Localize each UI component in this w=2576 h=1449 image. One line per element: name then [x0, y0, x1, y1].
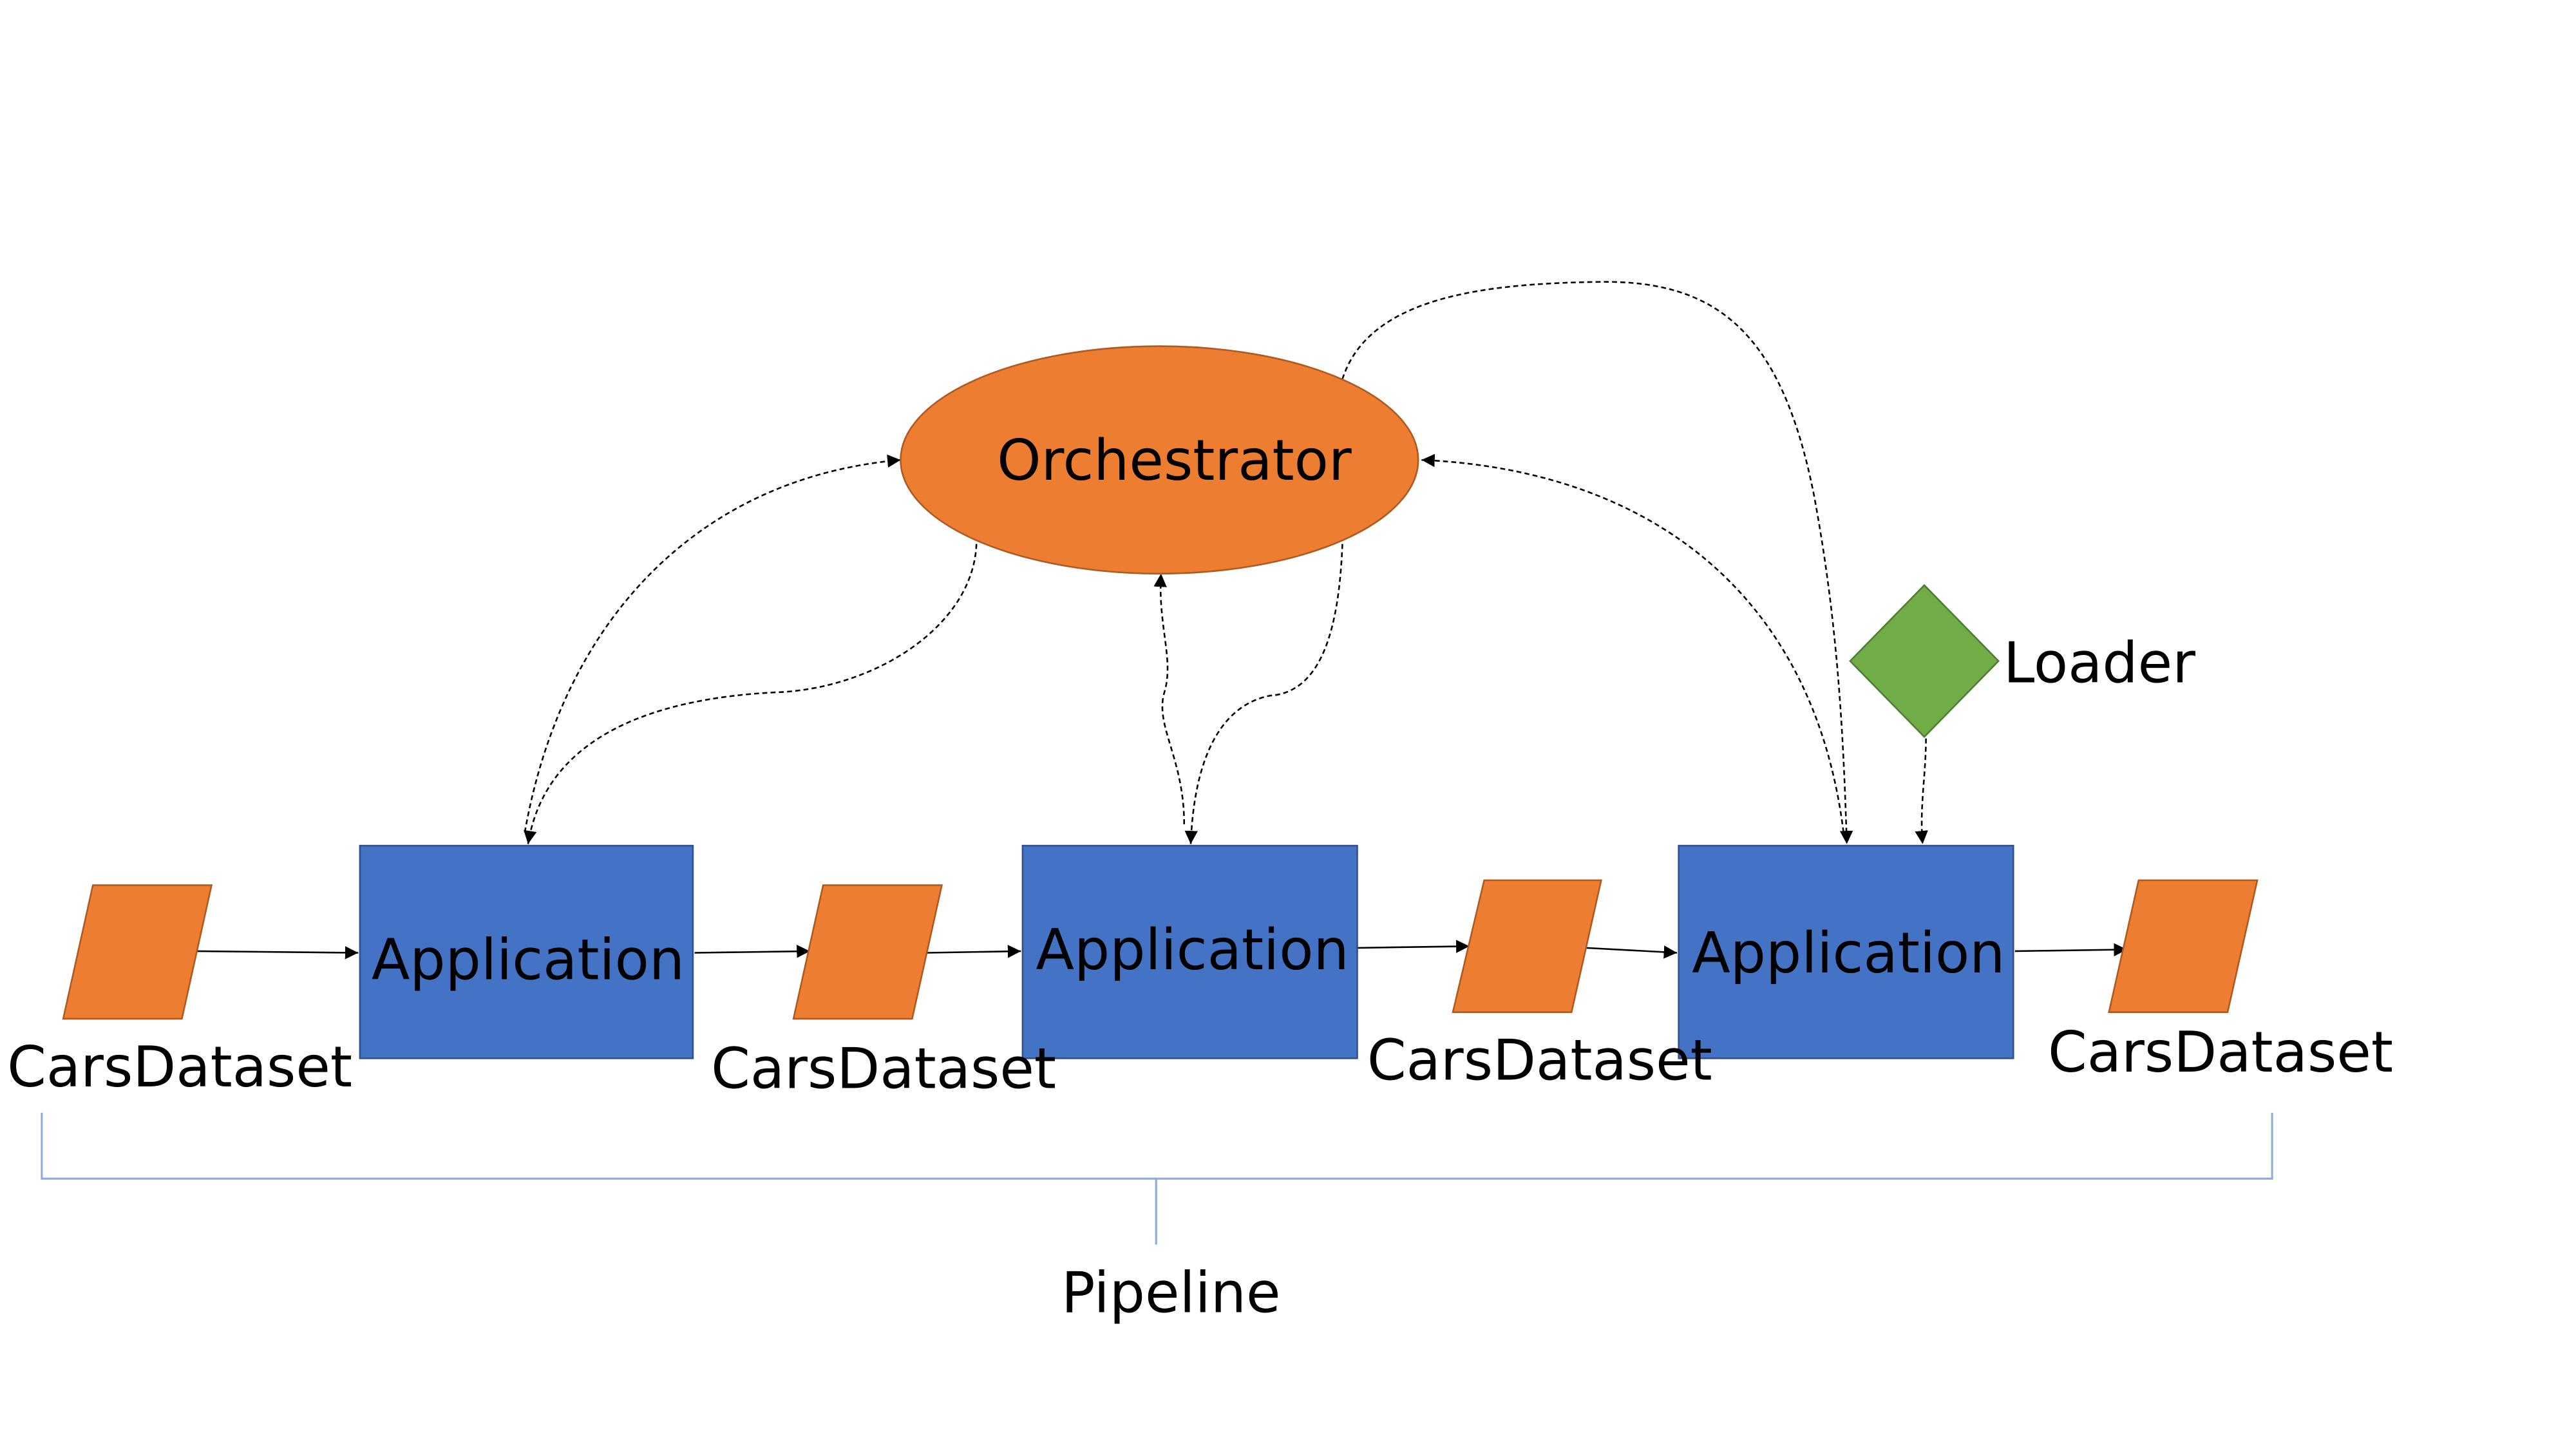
- arrow-dataset1-to-app1: [194, 946, 359, 960]
- dataset-label: CarsDataset: [2048, 1019, 2393, 1085]
- application-label: Application: [1036, 917, 1349, 983]
- orchestration-connectors: [524, 281, 1928, 844]
- application-node-2: Application: [1021, 844, 1358, 1059]
- dataset-label: CarsDataset: [1367, 1028, 1712, 1094]
- connector-orchestrator-to-app1: [524, 544, 978, 844]
- connector-orchestrator-to-app3: [1341, 281, 1853, 844]
- dataset-node-2: CarsDataset: [711, 884, 1056, 1101]
- application-label: Application: [1692, 920, 2005, 986]
- application-node-3: Application: [1678, 844, 2014, 1059]
- orchestrator-shape: [900, 345, 1419, 575]
- connector-loader-to-app3: [1915, 738, 1928, 844]
- application-node-1: Application: [359, 844, 694, 1059]
- pipeline-label: Pipeline: [1061, 1260, 1281, 1326]
- orchestrator-node: Orchestrator: [900, 345, 1419, 575]
- dataset-node-1: CarsDataset: [7, 884, 352, 1100]
- dataset-shape: [2108, 879, 2259, 1013]
- connector-app3-to-orchestrator: [1421, 453, 1844, 833]
- dataset-shape: [1452, 879, 1602, 1013]
- loader-shape: [1849, 583, 2000, 739]
- dataset-node-4: CarsDataset: [2048, 879, 2393, 1085]
- arrow-dataset3-to-app3: [1586, 945, 1678, 959]
- application-shape: [359, 844, 694, 1059]
- orchestrator-label: Orchestrator: [997, 428, 1352, 493]
- dataset-label: CarsDataset: [7, 1034, 352, 1100]
- data-flow-arrows: [194, 940, 2127, 960]
- dataset-shape: [792, 884, 943, 1020]
- dataset-shape: [62, 884, 213, 1020]
- arrow-dataset2-to-app2: [927, 945, 1021, 958]
- connector-orchestrator-to-app2: [1184, 544, 1343, 844]
- application-label: Application: [372, 927, 685, 992]
- arrow-app1-to-dataset2: [694, 945, 810, 958]
- loader-label: Loader: [2003, 630, 2195, 696]
- application-shape: [1678, 844, 2014, 1059]
- dataset-label: CarsDataset: [711, 1036, 1056, 1101]
- arrow-app3-to-dataset4: [2014, 943, 2127, 956]
- arrow-app2-to-dataset3: [1357, 940, 1470, 953]
- connector-app1-to-orchestrator: [524, 454, 901, 833]
- dataset-node-3: CarsDataset: [1367, 879, 1712, 1094]
- pipeline-bracket: [41, 1112, 2273, 1245]
- application-shape: [1021, 844, 1358, 1059]
- loader-node: Loader: [1849, 583, 2195, 739]
- connector-app2-to-orchestrator: [1153, 573, 1186, 824]
